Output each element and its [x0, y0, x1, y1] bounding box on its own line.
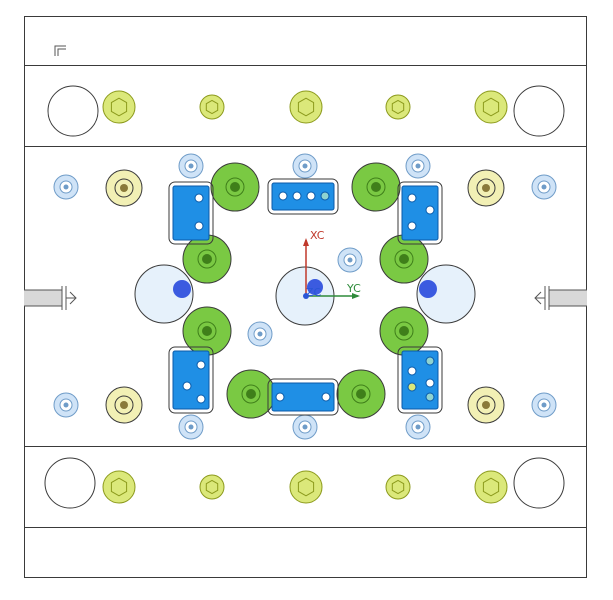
ejector-pin[interactable]: [531, 392, 557, 418]
hex-socket-bolt[interactable]: [289, 90, 323, 124]
right-slot-feature: [534, 286, 587, 310]
support-pillar[interactable]: [182, 306, 232, 356]
guide-holes-bottom: [44, 457, 565, 509]
ejector-pin[interactable]: [292, 414, 318, 440]
hex-socket-bolt[interactable]: [102, 470, 136, 504]
yc-axis-label: YC: [346, 282, 361, 295]
counterbore-bolts: [105, 169, 505, 424]
slider-block[interactable]: [168, 181, 214, 245]
hex-socket-bolt[interactable]: [199, 94, 225, 120]
hex-socket-bolt[interactable]: [102, 90, 136, 124]
hex-socket-bolt[interactable]: [385, 474, 411, 500]
slider-block[interactable]: [397, 181, 443, 245]
support-pillar[interactable]: [379, 234, 429, 284]
left-slot-feature: [24, 286, 77, 310]
ejector-pin[interactable]: [337, 247, 363, 273]
slider-block[interactable]: [267, 178, 339, 215]
ejector-pin[interactable]: [292, 153, 318, 179]
ejector-pin[interactable]: [531, 174, 557, 200]
ejector-pin[interactable]: [178, 414, 204, 440]
zc-axis-label: ZC: [306, 286, 322, 299]
slider-block[interactable]: [168, 346, 214, 414]
hex-socket-bolt[interactable]: [385, 94, 411, 120]
ejector-pin[interactable]: [405, 153, 431, 179]
socket-head-bolts: [102, 90, 508, 504]
ejector-pin[interactable]: [178, 153, 204, 179]
slider-block[interactable]: [397, 346, 443, 414]
support-pillar[interactable]: [379, 306, 429, 356]
counterbore-bolt[interactable]: [105, 169, 143, 207]
ejector-pin[interactable]: [405, 414, 431, 440]
guide-holes-top: [47, 85, 565, 137]
ejector-pin[interactable]: [247, 321, 273, 347]
hex-socket-bolt[interactable]: [199, 474, 225, 500]
hex-socket-bolt[interactable]: [289, 470, 323, 504]
counterbore-bolt[interactable]: [105, 386, 143, 424]
hex-socket-bolt[interactable]: [474, 470, 508, 504]
counterbore-bolt[interactable]: [467, 169, 505, 207]
support-pillar[interactable]: [210, 162, 260, 212]
counterbore-bolt[interactable]: [467, 386, 505, 424]
guide-bushing-right[interactable]: [416, 264, 476, 324]
xc-axis-label: XC: [310, 229, 325, 242]
support-pillar[interactable]: [351, 162, 401, 212]
light-blue-pins: [53, 153, 557, 440]
support-pillar[interactable]: [226, 369, 276, 419]
wcs-corner-icon: [54, 45, 66, 56]
support-pillar[interactable]: [336, 369, 386, 419]
green-support-pins: [182, 162, 429, 419]
ejector-pin[interactable]: [53, 392, 79, 418]
ejector-pin[interactable]: [53, 174, 79, 200]
blue-slider-blocks: [168, 178, 443, 416]
support-pillar[interactable]: [182, 234, 232, 284]
hex-socket-bolt[interactable]: [474, 90, 508, 124]
guide-bushing-left[interactable]: [134, 264, 194, 324]
coordinate-triad-icon: XC YC ZC: [303, 229, 361, 299]
slider-block[interactable]: [267, 378, 339, 416]
